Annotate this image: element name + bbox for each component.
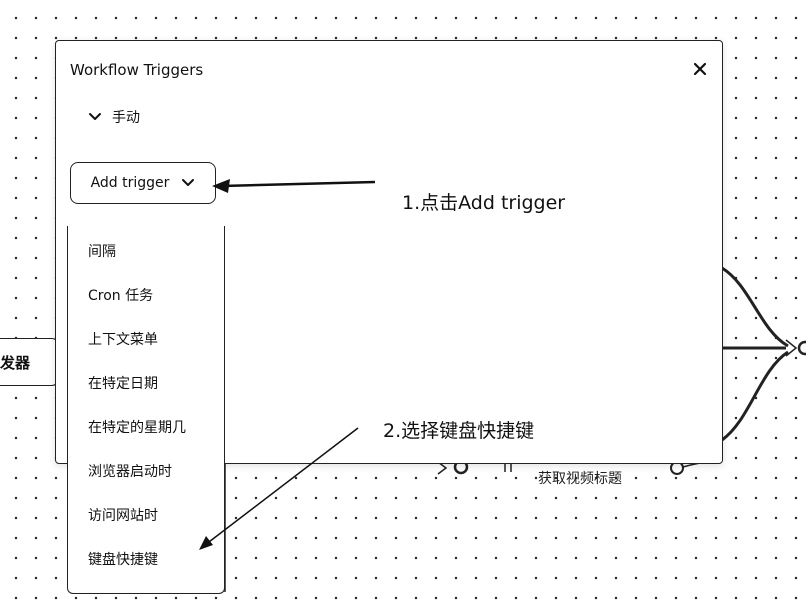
menu-item-specific-weekday[interactable]: 在特定的星期几 <box>88 420 186 436</box>
menu-item-context-menu[interactable]: 上下文菜单 <box>88 332 158 348</box>
chevron-down-icon <box>182 179 195 186</box>
section-label: 手动 <box>112 110 140 126</box>
trigger-node[interactable]: 发器 <box>0 338 58 386</box>
menu-item-keyboard-shortcut[interactable]: 键盘快捷键 <box>88 552 158 568</box>
trigger-node-label: 发器 <box>0 353 31 372</box>
add-trigger-label: Add trigger <box>90 175 170 191</box>
manual-section-toggle[interactable]: 手动 <box>88 107 140 127</box>
annotation-step-2: 2.选择键盘快捷键 <box>383 420 535 442</box>
close-icon <box>693 62 707 76</box>
close-button[interactable] <box>690 59 710 79</box>
dialog-title: Workflow Triggers <box>70 61 204 79</box>
add-trigger-button[interactable]: Add trigger <box>70 162 216 204</box>
menu-item-specific-date[interactable]: 在特定日期 <box>88 376 158 392</box>
menu-item-visit-website[interactable]: 访问网站时 <box>88 508 158 524</box>
annotation-step-1: 1.点击Add trigger <box>402 192 566 214</box>
get-video-title-node-label: 获取视频标题 <box>538 471 622 487</box>
connector-merge-icon <box>785 339 806 357</box>
menu-item-interval[interactable]: 间隔 <box>88 244 116 260</box>
menu-item-cron[interactable]: Cron 任务 <box>88 288 154 304</box>
menu-item-browser-startup[interactable]: 浏览器启动时 <box>88 464 172 480</box>
chevron-down-icon <box>89 113 101 120</box>
add-trigger-menu: 间隔 Cron 任务 上下文菜单 在特定日期 在特定的星期几 浏览器启动时 访问… <box>67 226 225 594</box>
